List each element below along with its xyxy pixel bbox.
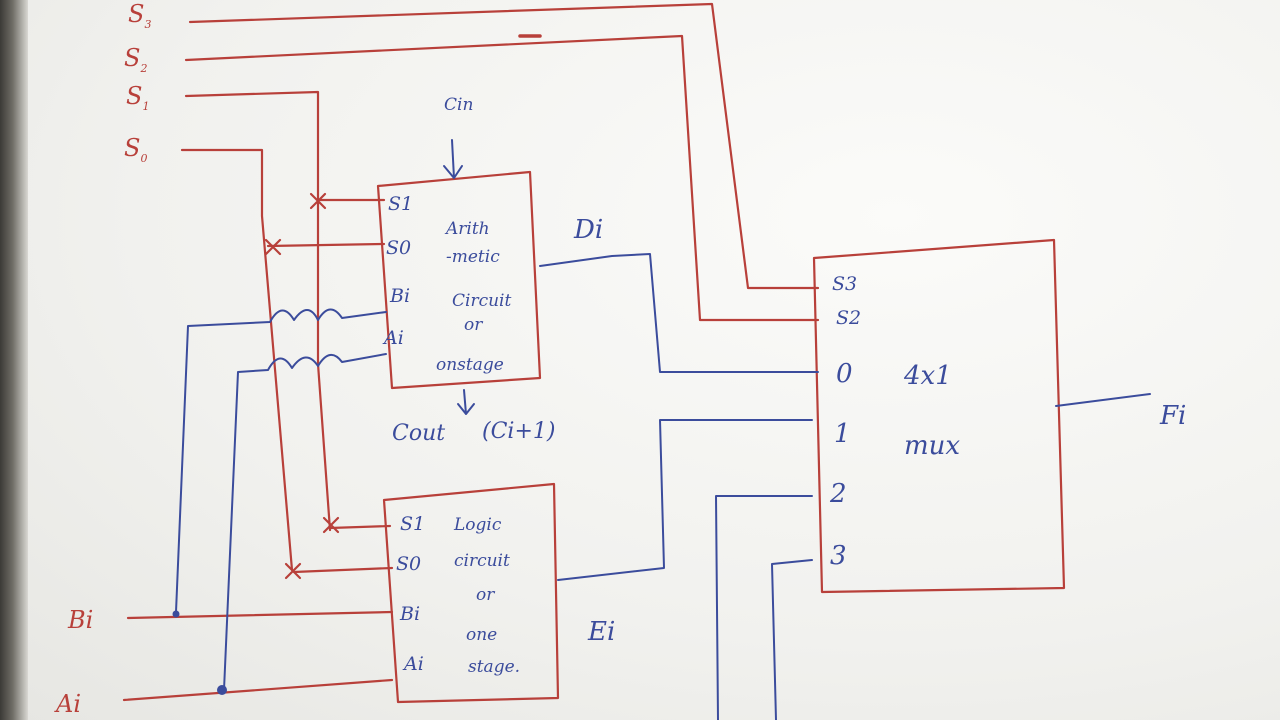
arithmetic-circuit-block: S1 S0 Bi Ai Arith -metic Circuit or onst… <box>376 170 542 390</box>
carry-in-arrow <box>443 139 463 179</box>
bi-input-label: Bi <box>67 606 93 634</box>
mux-input-2: 2 <box>829 479 847 509</box>
wire-ai-input <box>122 678 394 702</box>
arith-pin-ai: Ai <box>382 327 404 349</box>
logic-text-line5: stage. <box>468 657 520 677</box>
table-edge <box>0 0 28 720</box>
wire-s0-logic <box>292 566 394 574</box>
logic-circuit-block: S1 S0 Bi Ai Logic circuit or one stage. <box>382 482 560 704</box>
mux-text-line1: 4x1 <box>903 361 952 391</box>
arith-text-line5: onstage <box>436 355 504 375</box>
select-label-s3: S3 <box>128 0 151 31</box>
logic-pin-s1: S1 <box>400 513 425 535</box>
mux-pin-s3: S3 <box>832 273 857 295</box>
carry-out-label: Cout <box>392 421 445 446</box>
logic-text-line2: circuit <box>454 551 510 571</box>
arith-text-line3: Circuit <box>452 291 511 311</box>
wire-fi <box>1055 393 1151 407</box>
ai-input-label: Ai <box>54 690 81 718</box>
fi-output-label: Fi <box>1159 401 1186 431</box>
mux-input-0: 0 <box>836 359 853 389</box>
arith-pin-s1: S1 <box>388 193 413 215</box>
select-label-s2: S2 <box>124 44 147 75</box>
arith-pin-s0: S0 <box>386 237 411 259</box>
wire-mux-in2 <box>715 495 813 720</box>
mux-input-1: 1 <box>834 419 851 449</box>
logic-pin-ai: Ai <box>402 653 424 675</box>
carry-out-note: (Ci+1) <box>482 419 555 444</box>
ei-output-label: Ei <box>587 617 615 647</box>
arithmetic-box <box>376 170 542 390</box>
wire-ei <box>557 419 813 581</box>
carry-in-label: Cin <box>444 95 473 115</box>
wire-ai-bus <box>223 353 387 691</box>
select-label-s0: S0 <box>124 134 147 165</box>
junction-mark <box>322 516 340 534</box>
bi-junction-dot <box>172 610 180 618</box>
wire-bi-bus <box>175 308 387 613</box>
select-wires <box>122 2 820 702</box>
mux-input-3: 3 <box>830 541 847 571</box>
wire-mux-in3 <box>771 559 813 720</box>
mux-text-line2: mux <box>904 431 960 461</box>
junction-mark <box>284 562 302 580</box>
di-output-label: Di <box>573 215 603 245</box>
arith-text-line4: or <box>464 315 483 335</box>
logic-text-line1: Logic <box>453 515 502 535</box>
arith-text-line2: -metic <box>446 247 500 267</box>
logic-text-line3: or <box>476 585 495 605</box>
signal-wires <box>175 139 1151 720</box>
carry-out-arrow <box>457 389 475 415</box>
wire-s3 <box>188 2 820 290</box>
mux-block: S3 S2 0 1 2 3 4x1 mux <box>812 238 1066 594</box>
arith-pin-bi: Bi <box>389 285 410 307</box>
wire-bi-input <box>126 610 394 620</box>
logic-box <box>382 482 560 704</box>
mux-pin-s2: S2 <box>836 307 861 329</box>
arith-text-line1: Arith <box>444 219 490 239</box>
wire-s2 <box>184 34 820 322</box>
select-label-s1: S1 <box>126 82 149 113</box>
logic-pin-bi: Bi <box>399 603 420 625</box>
junction-mark <box>264 238 282 256</box>
junction-mark <box>309 192 327 210</box>
logic-text-line4: one <box>466 625 497 645</box>
ai-junction-dot <box>217 685 227 695</box>
wire-di <box>539 253 819 373</box>
wire-s0-arith <box>266 242 386 248</box>
wire-s1-logic <box>328 524 392 530</box>
mux-box <box>812 238 1066 594</box>
wire-s0 <box>180 148 294 572</box>
logic-pin-s0: S0 <box>396 553 421 575</box>
